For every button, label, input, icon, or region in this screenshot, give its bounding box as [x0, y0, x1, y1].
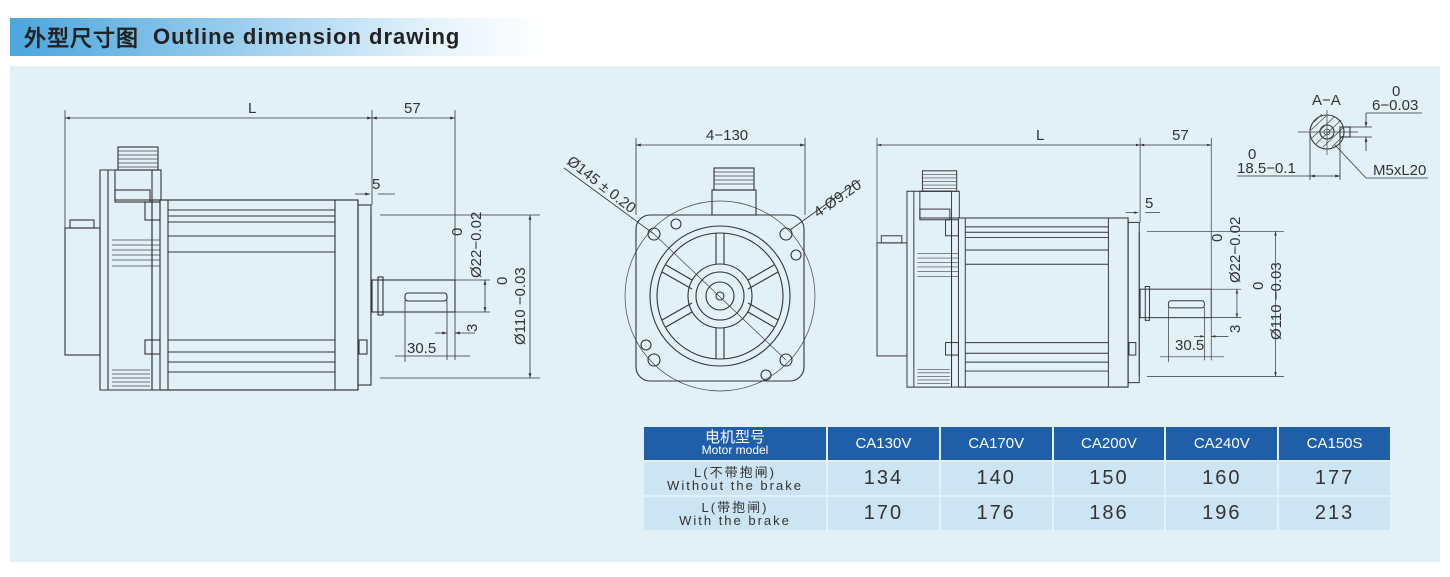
dim-spigot-tol-2: 0: [1250, 282, 1267, 290]
dim-shaft-length-2: 57: [1172, 127, 1189, 144]
dim-spigot-dia-2: Ø110 −0.03: [1268, 262, 1285, 340]
value-cell: 134: [826, 460, 941, 497]
side-view-with-brake: L 57 5 Ø22−0.02 0 Ø110 −0.03 0 3 30.5: [876, 127, 1285, 388]
row-label-cn: L(不带抱闸): [694, 464, 776, 480]
dim-flange: 5: [372, 176, 380, 193]
table-row: L(不带抱闸) Without the brake 134 140 150 16…: [642, 460, 1392, 497]
shaft-height-tol: 0: [1248, 146, 1256, 163]
model-cell: CA240V: [1164, 425, 1280, 462]
header-cn: 电机型号: [704, 428, 765, 446]
key-width: 6−0.03: [1372, 97, 1418, 114]
section-label: A−A: [1312, 92, 1341, 109]
row-label-en: With the brake: [679, 512, 791, 528]
value-cell: 196: [1164, 495, 1280, 532]
header-motor-model: 电机型号 Motor model: [642, 425, 828, 462]
value-cell: 177: [1277, 460, 1392, 497]
key-width-tol: 0: [1392, 83, 1400, 100]
thread-spec: M5xL20: [1373, 162, 1426, 179]
dim-key-depth: 3: [464, 324, 481, 332]
side-view-without-brake: L 57 5 Ø22−0.02 0 Ø110 −0.03 0 3 30.5: [64, 100, 540, 391]
dim-length: L: [248, 100, 256, 117]
dim-shaft-length: 57: [404, 100, 421, 117]
dim-spigot-tol: 0: [494, 277, 511, 285]
model-cell: CA130V: [826, 425, 941, 462]
model-cell: CA200V: [1051, 425, 1167, 462]
value-cell: 170: [826, 495, 941, 532]
dim-key-depth-2: 3: [1227, 325, 1244, 333]
value-cell: 213: [1277, 495, 1392, 532]
shaft-height: 18.5−0.1: [1237, 160, 1296, 177]
row-label: L(带抱闸) With the brake: [642, 495, 828, 532]
dim-flange-2: 5: [1145, 195, 1153, 212]
model-cell: CA170V: [938, 425, 1054, 462]
title-en: Outline dimension drawing: [153, 24, 461, 49]
dim-spigot-dia: Ø110 −0.03: [512, 267, 529, 345]
dim-shaft-tol-2: 0: [1209, 234, 1226, 242]
model-cell: CA150S: [1277, 425, 1392, 462]
table-header-row: 电机型号 Motor model CA130V CA170V CA200V CA…: [642, 425, 1392, 462]
value-cell: 150: [1051, 460, 1167, 497]
value-cell: 186: [1051, 495, 1167, 532]
table-row: L(带抱闸) With the brake 170 176 186 196 21…: [642, 495, 1392, 532]
front-view: 4−130 Ø145 ± 0.20 4-Ø9.20: [564, 127, 865, 392]
dim-mount-holes: 4-Ø9.20: [811, 176, 865, 221]
dim-shaft-tol: 0: [449, 228, 466, 236]
dim-key-length-2: 30.5: [1175, 337, 1204, 354]
title-cn: 外型尺寸图: [24, 26, 140, 51]
dim-pcd: Ø145 ± 0.20: [564, 153, 639, 217]
row-label-cn: L(带抱闸): [701, 499, 769, 515]
dim-shaft-dia-2: Ø22−0.02: [1227, 217, 1244, 283]
motor-length-table: 电机型号 Motor model CA130V CA170V CA200V CA…: [642, 425, 1392, 532]
dim-length-2: L: [1036, 127, 1044, 144]
value-cell: 176: [938, 495, 1054, 532]
dim-shaft-dia: Ø22−0.02: [468, 212, 485, 278]
value-cell: 140: [938, 460, 1054, 497]
value-cell: 160: [1164, 460, 1280, 497]
section-a-a: A−A 0 6−0.03 0 18.5−0.1 M5xL20: [1237, 83, 1428, 180]
row-label-en: Without the brake: [667, 477, 803, 493]
row-label: L(不带抱闸) Without the brake: [642, 460, 828, 497]
section-title: 外型尺寸图 Outline dimension drawing: [10, 18, 550, 56]
dim-flange-square: 4−130: [706, 127, 748, 144]
header-en: Motor model: [701, 442, 769, 457]
dim-key-length: 30.5: [407, 340, 436, 357]
